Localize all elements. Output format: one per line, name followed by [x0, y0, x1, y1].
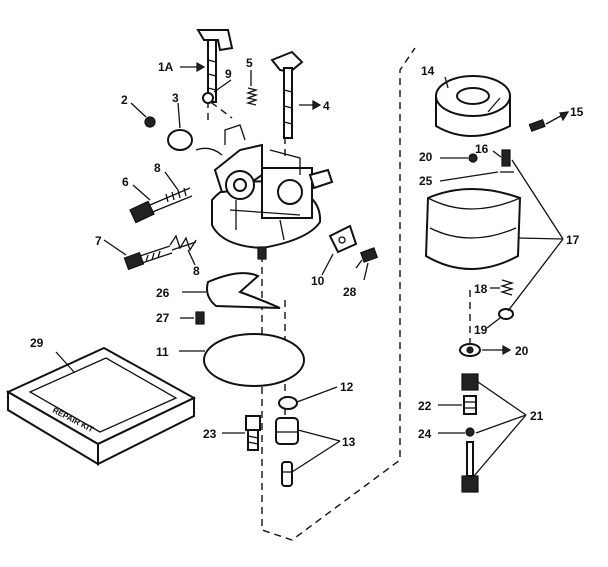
callout-15: 15: [570, 105, 584, 119]
callout-11: 11: [156, 345, 169, 359]
carburetor-body: [195, 124, 334, 260]
choke-shaft: [196, 29, 234, 103]
callout-2: 2: [121, 93, 128, 107]
main-mixture-screw: [123, 245, 173, 271]
bowl-nut-assembly: [275, 417, 299, 487]
primer-small-parts: [468, 149, 514, 173]
callout-1a: 1A: [158, 60, 174, 74]
callout-10: 10: [311, 274, 325, 288]
primer-valve-stack: [461, 373, 479, 493]
mounting-bracket: [328, 224, 358, 254]
callout-8-upper: 8: [154, 161, 161, 175]
callout-27: 27: [156, 311, 170, 325]
callout-19: 19: [474, 323, 488, 337]
callout-20-upper: 20: [419, 150, 433, 164]
inlet-needle-valve: [245, 415, 261, 451]
callout-24: 24: [418, 427, 432, 441]
main-screw-spring: [169, 234, 197, 252]
callout-28: 28: [343, 285, 357, 299]
callout-22: 22: [418, 399, 432, 413]
callout-8-lower: 8: [193, 264, 200, 278]
callout-23: 23: [203, 427, 217, 441]
idle-mixture-screw: [129, 187, 193, 224]
diaphragm-disc: [167, 129, 193, 151]
welch-plug: [144, 116, 156, 128]
callout-7: 7: [95, 234, 102, 248]
float-pin: [195, 311, 205, 325]
callout-17: 17: [566, 233, 580, 247]
callout-20-lower: 20: [515, 344, 529, 358]
choke-spring: [202, 92, 214, 104]
callout-12: 12: [340, 380, 354, 394]
arrow-heads: [196, 61, 570, 356]
primer-housing: [435, 75, 511, 137]
primer-bulb: [424, 188, 522, 270]
callout-29: 29: [30, 336, 44, 350]
callout-4: 4: [323, 99, 330, 113]
callout-14: 14: [421, 64, 435, 78]
callout-13: 13: [342, 435, 356, 449]
fiber-washer: [278, 396, 298, 410]
bowl-gasket: [203, 333, 305, 387]
callout-6: 6: [122, 175, 129, 189]
callout-25: 25: [419, 174, 433, 188]
callout-3: 3: [172, 91, 179, 105]
leader-lines: [55, 66, 569, 477]
callout-21: 21: [530, 409, 544, 423]
retainer-pin: [528, 119, 546, 132]
throttle-spring: [245, 87, 259, 106]
callout-5: 5: [246, 56, 253, 70]
callout-26: 26: [156, 286, 170, 300]
callout-18: 18: [474, 282, 488, 296]
primer-spring: [499, 279, 515, 296]
callout-16: 16: [475, 142, 489, 156]
repair-kit-box: REPAIR KIT: [5, 346, 197, 466]
callout-9: 9: [225, 67, 232, 81]
primer-washer: [459, 343, 481, 357]
throttle-shaft: [270, 50, 304, 139]
float: [206, 272, 281, 309]
bracket-screw: [355, 247, 379, 269]
callout-labels: 1A 2 3 4 5 6 7 8 8 9 10 11 12 13 14 15 1…: [30, 56, 584, 449]
primer-seal: [498, 308, 514, 320]
